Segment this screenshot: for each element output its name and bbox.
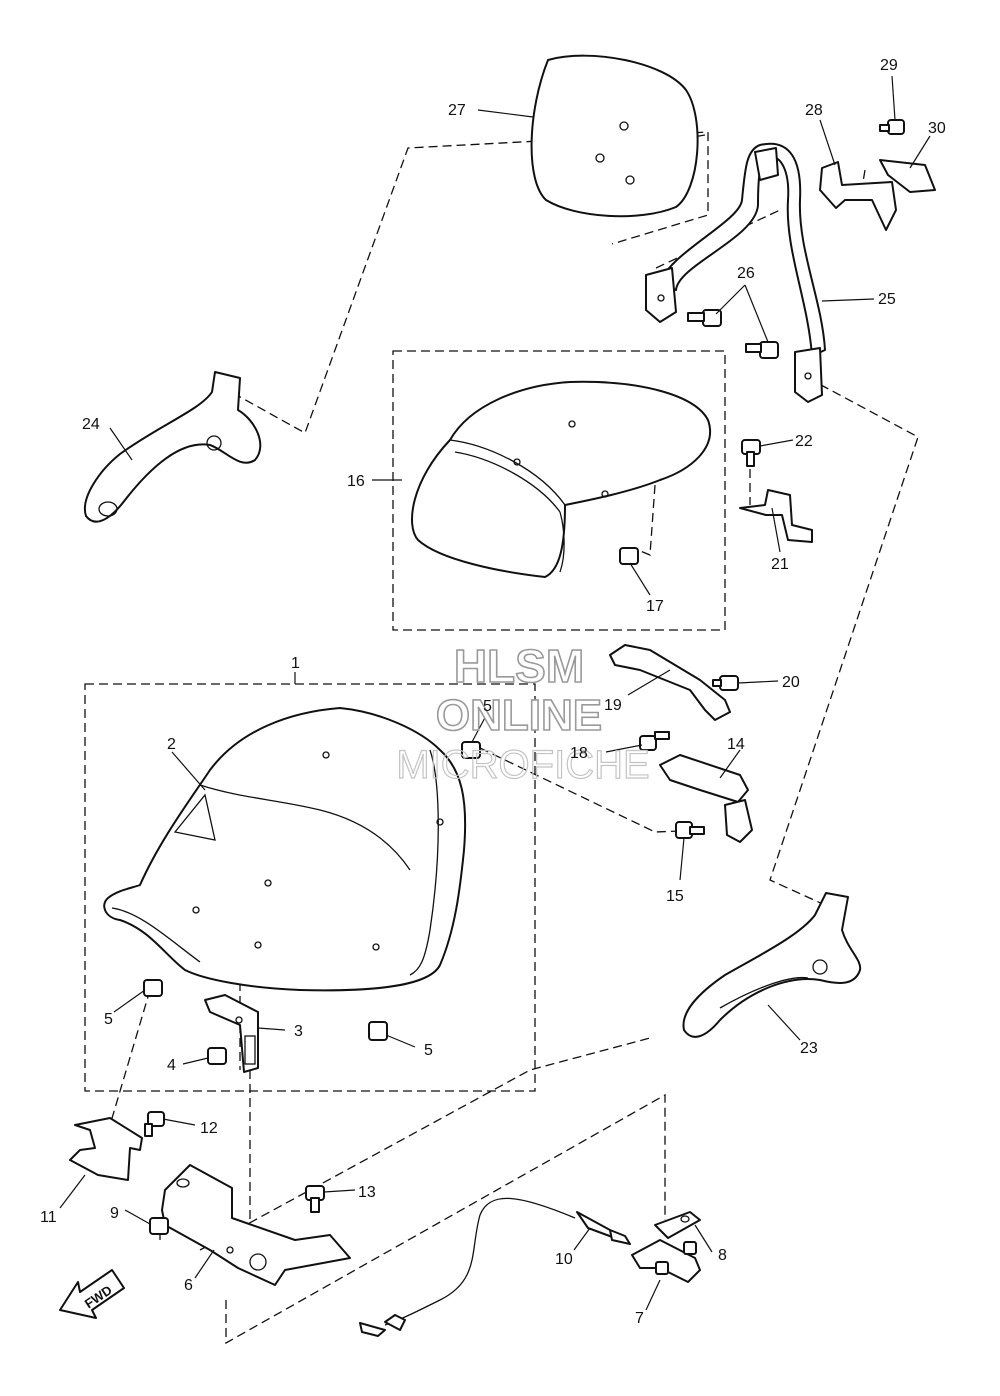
forward-arrow: FWD [59,1269,125,1319]
bolt-20 [712,675,739,691]
callout-9: 9 [110,1205,119,1222]
seat-lock-cable [359,1197,631,1337]
bolt-18 [639,731,670,751]
rider-seat [103,707,467,992]
callout-labels: 1 2 3 4 5 5 5 6 7 8 9 10 11 12 13 14 15 … [40,57,946,1327]
backrest-pad [530,54,699,218]
callout-18: 18 [570,745,588,762]
bracket-3 [204,994,259,1073]
callout-19: 19 [604,697,622,714]
callout-23: 23 [800,1040,818,1057]
passenger-seat [411,380,711,578]
callout-10: 10 [555,1251,573,1268]
watermark: HLSM ONLINE MICROFICHE [396,639,651,787]
bracket-11 [69,1117,143,1181]
bolt-22 [741,439,761,467]
assembly-box-1 [84,683,536,1092]
grommet-17 [619,547,639,565]
bolt-26b [745,341,779,359]
callout-5b: 5 [104,1011,113,1028]
seat-lock-7 [631,1239,701,1283]
backrest-bar [645,142,826,403]
callout-13: 13 [358,1184,376,1201]
callout-26: 26 [737,265,755,282]
callout-29: 29 [880,57,898,74]
callout-6: 6 [184,1277,193,1294]
callout-14: 14 [727,736,745,753]
watermark-line-3: MICROFICHE [396,743,649,787]
seat-lock-plate [161,1164,351,1286]
callout-17: 17 [646,598,664,615]
nut-9 [149,1217,169,1235]
assembly-box-16 [392,350,726,631]
watermark-line-1: HLSM [454,640,584,692]
bolt-29 [879,119,905,135]
callout-30: 30 [928,120,946,137]
leader-lines [59,75,931,1311]
right-grab-handle [682,892,862,1038]
callout-12: 12 [200,1120,218,1137]
bolt-26a [687,309,722,327]
left-grab-handle [83,371,262,523]
callout-20: 20 [782,674,800,691]
callout-2: 2 [167,736,176,753]
callout-1: 1 [291,655,300,672]
callout-22: 22 [795,433,813,450]
grommet-5c [368,1021,388,1041]
watermark-line-2: ONLINE [436,691,602,740]
callout-25: 25 [878,291,896,308]
nut-4 [207,1047,227,1065]
grommet-5b [143,979,163,997]
callout-15: 15 [666,888,684,905]
backrest-bracket [819,161,897,231]
plate-8 [654,1211,701,1239]
callout-3: 3 [294,1023,303,1040]
clip-30 [879,159,936,193]
bolt-13 [305,1185,325,1213]
callout-24: 24 [82,416,100,433]
bolt-12 [144,1111,165,1137]
callout-4: 4 [167,1057,176,1074]
callout-28: 28 [805,102,823,119]
callout-11: 11 [40,1209,57,1226]
callout-21: 21 [771,556,789,573]
bracket-14 [659,754,753,843]
callout-27: 27 [448,102,466,119]
stay-19 [609,644,731,721]
bolt-15 [675,821,705,839]
bracket-21 [739,489,813,543]
callout-7: 7 [635,1310,644,1327]
callout-8: 8 [718,1247,727,1264]
grommet-5a [461,741,481,759]
callout-16: 16 [347,473,365,490]
callout-5a: 5 [483,698,492,715]
callout-5c: 5 [424,1042,433,1059]
